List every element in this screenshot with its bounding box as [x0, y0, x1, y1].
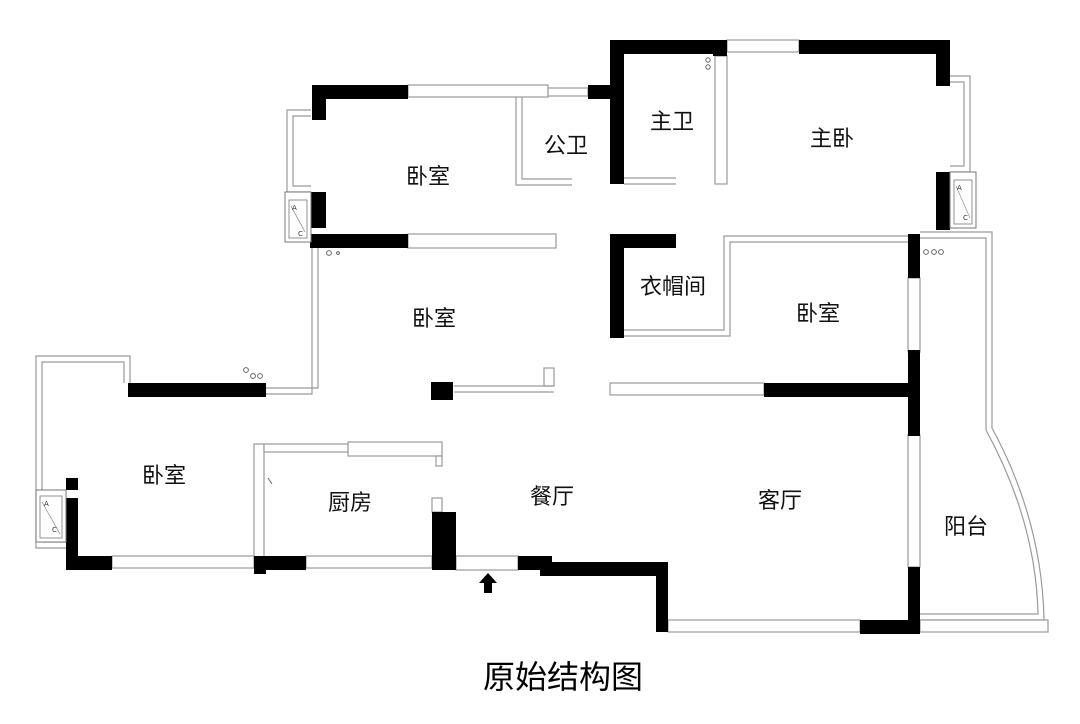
room-living: 客厅 — [758, 489, 802, 514]
room-master-bath: 主卫 — [650, 110, 694, 135]
pipe-fixtures — [243, 57, 944, 485]
plan-title: 原始结构图 — [483, 658, 643, 696]
room-walk-in-closet: 衣帽间 — [640, 275, 706, 300]
svg-text:C: C — [52, 526, 57, 534]
room-bedroom-top: 卧室 — [406, 165, 450, 190]
structural-walls — [66, 40, 950, 634]
room-bedroom-middle: 卧室 — [412, 307, 456, 332]
room-labels: 卧室 公卫 主卫 主卧 卧室 衣帽间 卧室 卧室 厨房 餐厅 客厅 阳台 — [142, 110, 988, 540]
room-balcony: 阳台 — [944, 515, 988, 540]
ac-unit-right: A C — [949, 171, 977, 229]
ac-unit-top-left: A C — [284, 191, 312, 243]
room-bedroom-left: 卧室 — [142, 464, 186, 489]
room-dining: 餐厅 — [530, 485, 574, 510]
room-bedroom-right: 卧室 — [796, 302, 840, 327]
window-and-thin-wall-lines — [35, 39, 1049, 633]
svg-text:A: A — [292, 204, 297, 212]
room-kitchen: 厨房 — [328, 491, 372, 516]
room-public-bath: 公卫 — [544, 134, 588, 159]
svg-text:C: C — [963, 214, 968, 222]
svg-text:A: A — [44, 500, 49, 508]
entrance-arrow-icon — [479, 573, 497, 593]
svg-text:C: C — [298, 230, 303, 238]
ac-unit-left: A C — [35, 489, 67, 543]
svg-text:A: A — [957, 184, 962, 192]
room-master-bedroom: 主卧 — [810, 127, 854, 152]
